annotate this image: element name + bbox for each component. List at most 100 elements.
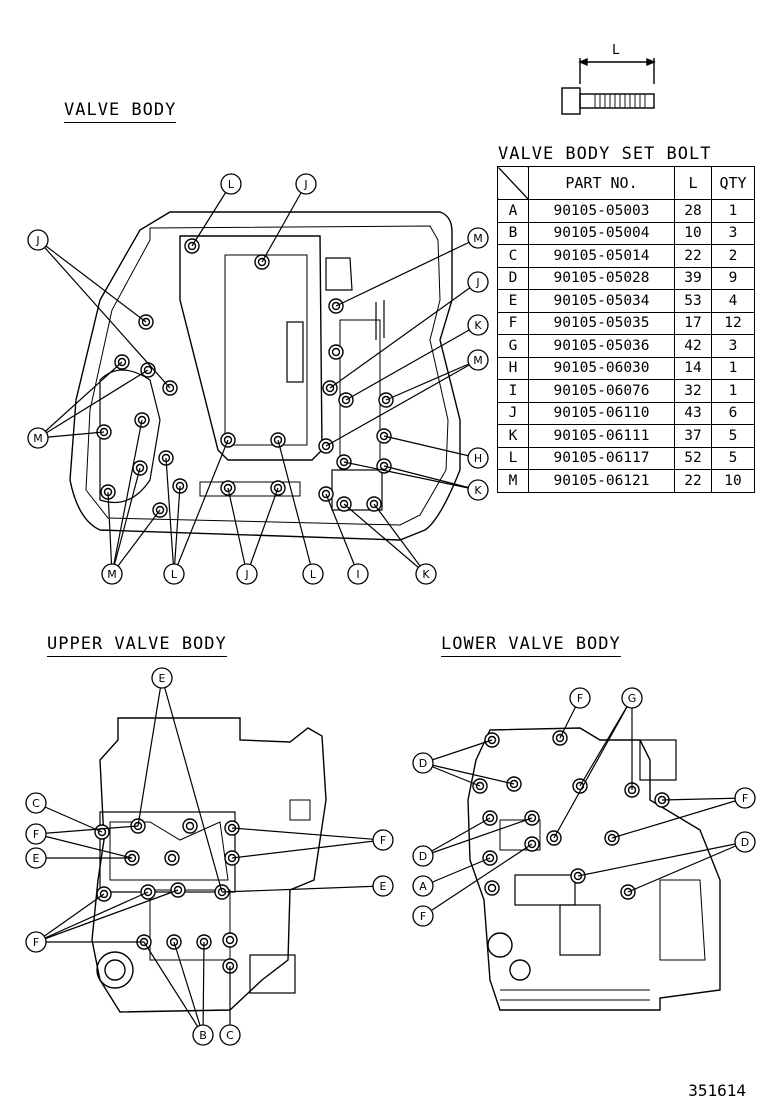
callout-circle	[467, 349, 489, 371]
leader-line	[246, 487, 279, 575]
callout-circle	[412, 905, 434, 927]
callout-circle	[467, 447, 489, 469]
callout-label: L	[310, 568, 317, 581]
leader-line	[111, 509, 161, 575]
leader-line	[627, 841, 746, 893]
callout-label: H	[474, 452, 482, 465]
callout-circle	[151, 667, 173, 689]
leader-line	[231, 839, 384, 859]
callout-label: C	[32, 797, 40, 810]
callout-label: L	[228, 178, 235, 191]
leader-line	[35, 889, 179, 943]
callout-circle	[27, 427, 49, 449]
leader-line	[37, 239, 147, 323]
callout-label: J	[475, 276, 479, 289]
callout-circle	[25, 931, 47, 953]
bolt-head	[225, 935, 235, 945]
row-part-no: 90105-05034	[528, 289, 675, 313]
row-part-no: 90105-06121	[528, 469, 675, 493]
leader-line	[173, 485, 181, 575]
header-part-no: PART NO.	[528, 166, 675, 200]
header-qty: QTY	[711, 166, 755, 200]
row-l: 17	[674, 311, 712, 335]
leader-line	[422, 843, 533, 917]
callout-circle	[412, 875, 434, 897]
callout-circle	[163, 563, 185, 585]
leader-line	[345, 324, 479, 401]
leader-line	[37, 431, 105, 439]
callout-circle	[236, 563, 258, 585]
bolt-dimension-label: L	[612, 43, 620, 58]
row-l: 22	[674, 469, 712, 493]
leader-line	[137, 677, 163, 827]
callout-circle	[467, 271, 489, 293]
leader-line	[37, 369, 149, 439]
upper-valve-body-title: UPPER VALVE BODY	[47, 634, 227, 657]
callout-label: F	[380, 834, 386, 847]
leader-line	[173, 439, 229, 575]
callout-label: J	[244, 568, 248, 581]
leader-line	[191, 183, 232, 247]
leader-line	[277, 439, 314, 575]
callout-circle	[621, 687, 643, 709]
callout-label: E	[380, 880, 387, 893]
bolt-head	[167, 853, 177, 863]
leader-line	[422, 739, 493, 764]
leader-line	[35, 891, 149, 943]
leader-line	[343, 461, 479, 491]
leader-line	[661, 797, 746, 801]
callout-label: C	[226, 1029, 234, 1042]
callout-circle	[25, 823, 47, 845]
leader-line	[143, 941, 204, 1036]
leader-line	[161, 677, 223, 893]
leader-line	[383, 435, 479, 459]
leader-line	[35, 802, 103, 833]
leader-line	[422, 857, 491, 887]
leader-line	[35, 893, 105, 943]
leader-line	[422, 817, 491, 857]
callout-label: M	[107, 568, 117, 581]
callout-circle	[734, 831, 756, 853]
row-qty: 3	[711, 221, 755, 245]
leader-line	[111, 467, 141, 575]
callout-label: M	[473, 232, 483, 245]
callout-label: M	[33, 432, 43, 445]
leader-line	[373, 503, 427, 575]
callout-circle	[295, 173, 317, 195]
callout-label: M	[473, 354, 483, 367]
callout-circle	[372, 829, 394, 851]
leader-line	[343, 503, 427, 575]
row-part-no: 90105-05003	[528, 199, 675, 223]
leader-line	[111, 419, 143, 575]
valve-body-title: VALVE BODY	[64, 100, 177, 123]
bolt-head	[185, 821, 195, 831]
leader-line	[107, 491, 113, 575]
callout-circle	[347, 563, 369, 585]
callout-circle	[372, 875, 394, 897]
callout-label: E	[159, 672, 166, 685]
leader-line	[227, 487, 248, 575]
leader-line	[202, 941, 205, 1036]
callout-circle	[302, 563, 324, 585]
leader-line	[611, 797, 746, 839]
leader-line	[325, 359, 479, 447]
callout-label: L	[171, 568, 178, 581]
leader-line	[37, 239, 171, 389]
leader-line	[329, 281, 479, 389]
row-qty: 1	[711, 199, 755, 223]
callout-label: I	[356, 568, 359, 581]
row-part-no: 90105-06030	[528, 356, 675, 380]
row-qty: 4	[711, 289, 755, 313]
row-part-no: 90105-05014	[528, 244, 675, 268]
callout-label: J	[303, 178, 307, 191]
row-part-no: 90105-05004	[528, 221, 675, 245]
leader-line	[231, 827, 384, 841]
